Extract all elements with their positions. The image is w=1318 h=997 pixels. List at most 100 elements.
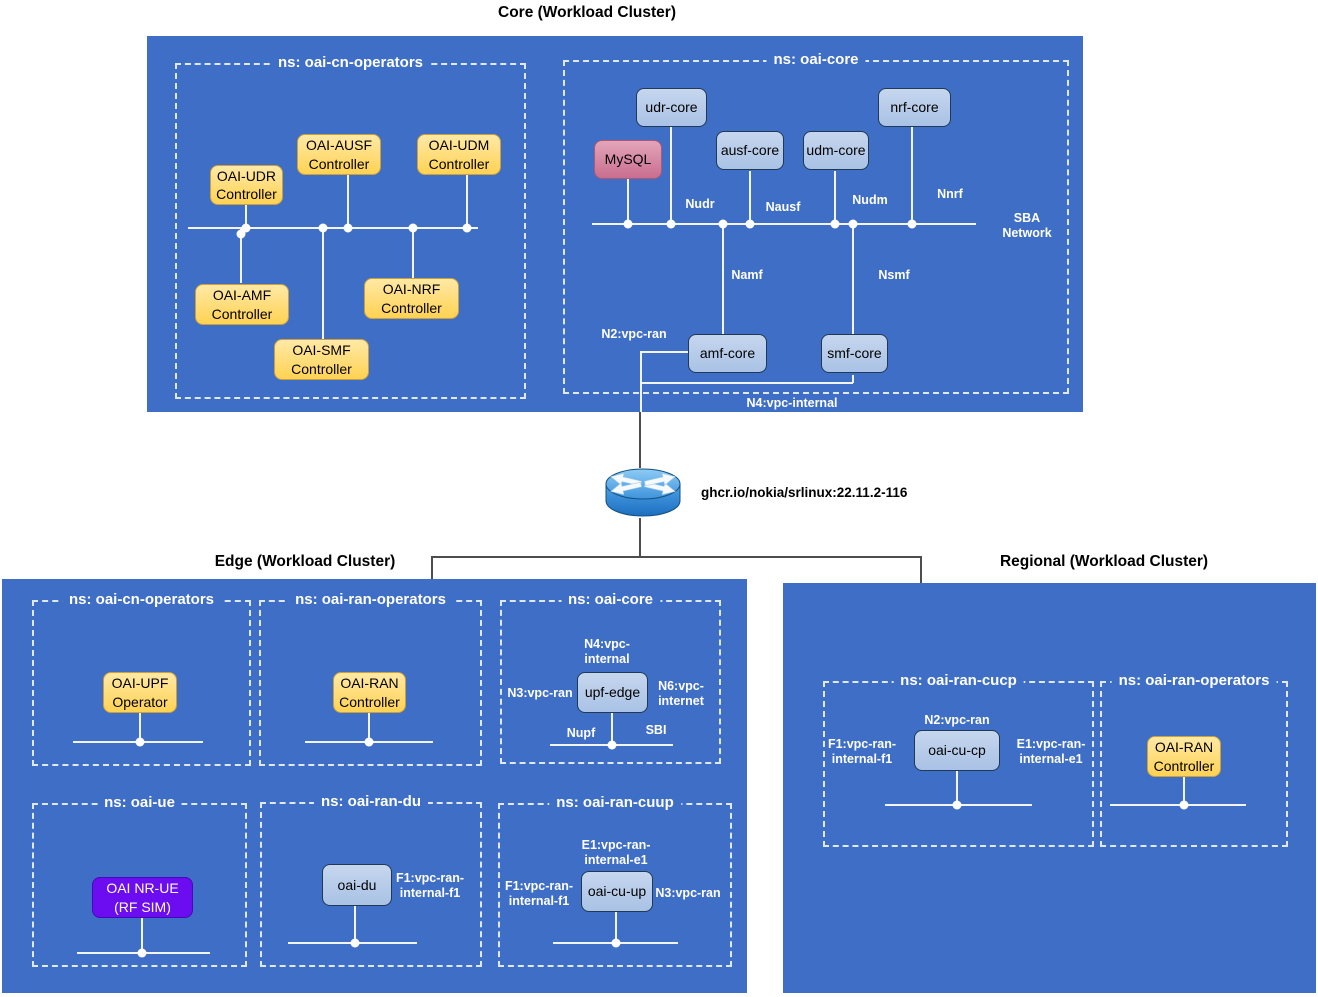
- iface-label-f1-vpc-ran: F1:vpc-ran- internal-f1: [827, 737, 897, 766]
- node-oai-cu-cp: oai-cu-cp: [914, 730, 1000, 771]
- node-nrf-core: nrf-core: [878, 88, 951, 127]
- connector-dot: [611, 938, 621, 948]
- node-oai-ausf-controller: OAI-AUSF Controller: [297, 134, 381, 175]
- iface-label-nsmf: Nsmf: [878, 268, 910, 282]
- iface-label-nnrf: Nnrf: [937, 187, 963, 201]
- network-bus: [188, 227, 478, 229]
- sba-network-bus: [592, 223, 976, 225]
- node-oai-du: oai-du: [322, 864, 392, 906]
- node-oai-smf-controller: OAI-SMF Controller: [274, 339, 369, 380]
- ns-label-edge-oai-ue: ns: oai-ue: [97, 794, 182, 811]
- ns-box-edge-ran-cuup: ns: oai-ran-cuup: [498, 794, 732, 967]
- iface-label-e1-vpc-ran: E1:vpc-ran- internal-e1: [581, 838, 651, 867]
- connector-line: [852, 224, 854, 334]
- connector-line: [627, 178, 629, 223]
- node-oai-nr-ue: OAI NR-UE (RF SIM): [92, 877, 193, 918]
- iface-label-sbi: SBI: [645, 723, 667, 737]
- connector-dot: [408, 223, 418, 233]
- network-bus: [1110, 804, 1246, 806]
- ns-box-regional-ran-operators: ns: oai-ran-operators: [1100, 672, 1288, 847]
- iface-label-nupf: Nupf: [566, 726, 596, 740]
- iface-label-n4-vpc-internal: N4:vpc- internal: [584, 637, 630, 666]
- connector-line: [1183, 777, 1185, 804]
- iface-label-n4-vpc-internal: N4:vpc-internal: [746, 396, 838, 410]
- connector-line-n4: [641, 382, 853, 384]
- node-regional-oai-ran-controller: OAI-RAN Controller: [1147, 736, 1221, 777]
- ns-label-edge-ran-cuup: ns: oai-ran-cuup: [549, 794, 681, 811]
- ns-box-edge-ran-du: ns: oai-ran-du: [260, 793, 482, 967]
- ns-label-edge-oai-core: ns: oai-core: [560, 591, 661, 608]
- ns-box-edge-ran-operators: ns: oai-ran-operators: [259, 591, 482, 766]
- node-smf-core: smf-core: [821, 334, 888, 373]
- core-cluster-title: Core (Workload Cluster): [498, 4, 676, 21]
- node-udr-core: udr-core: [636, 88, 707, 127]
- ns-label-core-oai-core: ns: oai-core: [766, 51, 866, 68]
- connector-dot: [236, 229, 246, 239]
- iface-label-n6-vpc-internet: N6:vpc- internet: [658, 679, 704, 708]
- connector-line: [141, 918, 143, 952]
- connector-line: [240, 228, 242, 283]
- node-upf-edge: upf-edge: [577, 672, 648, 713]
- node-mysql: MySQL: [594, 140, 662, 179]
- connector-dot: [350, 938, 360, 948]
- connector-line: [670, 127, 672, 223]
- ns-box-edge-cn-operators: ns: oai-cn-operators: [32, 591, 251, 766]
- connector-dot: [241, 223, 251, 233]
- connector-line: [139, 713, 141, 741]
- ns-label-edge-cn-operators: ns: oai-cn-operators: [61, 591, 222, 608]
- connector-dot: [907, 219, 917, 229]
- ns-label-regional-ran-cucp: ns: oai-ran-cucp: [893, 672, 1024, 689]
- connector-line: [749, 171, 751, 223]
- connector-line: [322, 228, 324, 339]
- connector-line-n2: [640, 351, 642, 412]
- ns-label-edge-ran-du: ns: oai-ran-du: [314, 793, 428, 810]
- node-oai-cu-up: oai-cu-up: [581, 871, 653, 912]
- iface-label-namf: Namf: [731, 268, 763, 282]
- node-oai-upf-operator: OAI-UPF Operator: [103, 672, 177, 713]
- edge-cluster-box: [2, 579, 747, 993]
- iface-label-e1-vpc-ran: E1:vpc-ran- internal-e1: [1016, 737, 1086, 766]
- ns-box-regional-ran-cucp: ns: oai-ran-cucp: [823, 672, 1094, 847]
- node-oai-udr-controller: OAI-UDR Controller: [210, 165, 283, 205]
- iface-label-f1-vpc-ran: F1:vpc-ran- internal-f1: [504, 879, 574, 908]
- connector-line: [412, 228, 414, 278]
- iface-label-n2-vpc-ran: N2:vpc-ran: [601, 327, 667, 341]
- ns-box-edge-oai-core: ns: oai-core: [500, 591, 721, 764]
- node-amf-core: amf-core: [688, 334, 767, 373]
- connector-dot: [137, 948, 147, 958]
- connector-dot: [135, 737, 145, 747]
- connector-dot: [343, 223, 353, 233]
- connector-dot: [1179, 800, 1189, 810]
- connector-line: [911, 127, 913, 223]
- node-oai-amf-controller: OAI-AMF Controller: [195, 284, 289, 325]
- ns-box-edge-oai-ue: ns: oai-ue: [32, 794, 247, 967]
- connector-dot: [745, 219, 755, 229]
- iface-label-nudm: Nudm: [852, 193, 888, 207]
- node-oai-nrf-controller: OAI-NRF Controller: [364, 278, 459, 319]
- ns-label-edge-ran-operators: ns: oai-ran-operators: [288, 591, 453, 608]
- ns-label-core-cn-operators: ns: oai-cn-operators: [270, 54, 431, 71]
- node-udm-core: udm-core: [803, 131, 869, 170]
- connector-dot: [830, 219, 840, 229]
- connector-line: [354, 906, 356, 942]
- regional-cluster-title: Regional (Workload Cluster): [999, 553, 1209, 570]
- connector-line: [722, 224, 724, 334]
- iface-label-nudr: Nudr: [685, 197, 715, 211]
- connector-router-down: [639, 518, 641, 556]
- iface-label-n3-vpc-ran: N3:vpc-ran: [655, 886, 721, 900]
- connector-line-n2: [641, 351, 688, 353]
- iface-label-f1-vpc-ran: F1:vpc-ran- internal-f1: [395, 871, 465, 900]
- connector-dot: [952, 800, 962, 810]
- connector-line: [615, 912, 617, 942]
- connector-dot: [848, 219, 858, 229]
- iface-label-n3-vpc-ran: N3:vpc-ran: [507, 686, 573, 700]
- connector-dot: [607, 740, 617, 750]
- connector-branch-right: [920, 556, 922, 583]
- iface-label-n2-vpc-ran: N2:vpc-ran: [924, 713, 990, 727]
- connector-dot: [318, 223, 328, 233]
- node-ausf-core: ausf-core: [716, 131, 784, 170]
- ns-box-core-cn-operators: ns: oai-cn-operators: [175, 54, 526, 399]
- iface-label-nausf: Nausf: [765, 200, 801, 214]
- node-edge-oai-ran-controller: OAI-RAN Controller: [333, 672, 406, 713]
- connector-branch-left: [431, 556, 433, 579]
